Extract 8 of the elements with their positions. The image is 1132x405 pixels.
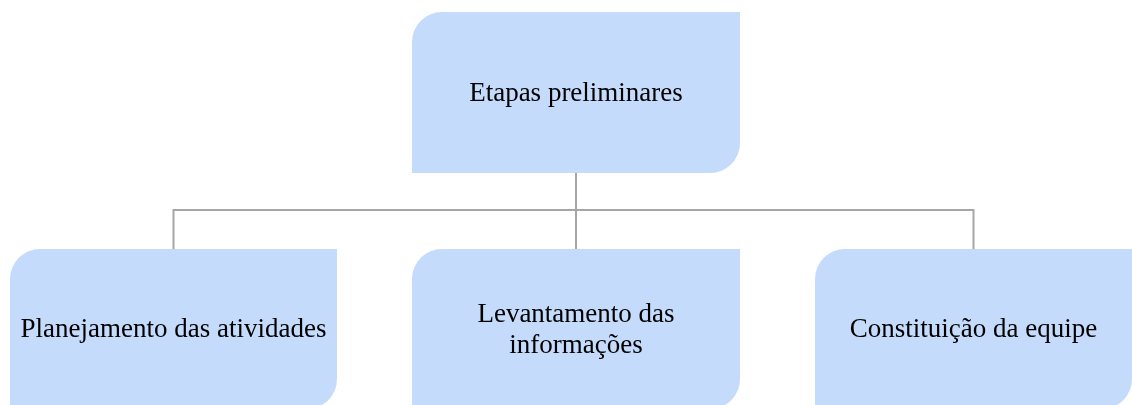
box-label: Planejamento das atividades bbox=[20, 313, 327, 345]
box-label: Etapas preliminares bbox=[469, 76, 683, 108]
box-label: Constituição da equipe bbox=[849, 313, 1098, 345]
process-box bbox=[10, 249, 337, 405]
process-box bbox=[815, 249, 1132, 405]
box-label: Levantamento das informações bbox=[476, 297, 676, 361]
process-box bbox=[412, 12, 740, 173]
process-box bbox=[412, 249, 740, 405]
